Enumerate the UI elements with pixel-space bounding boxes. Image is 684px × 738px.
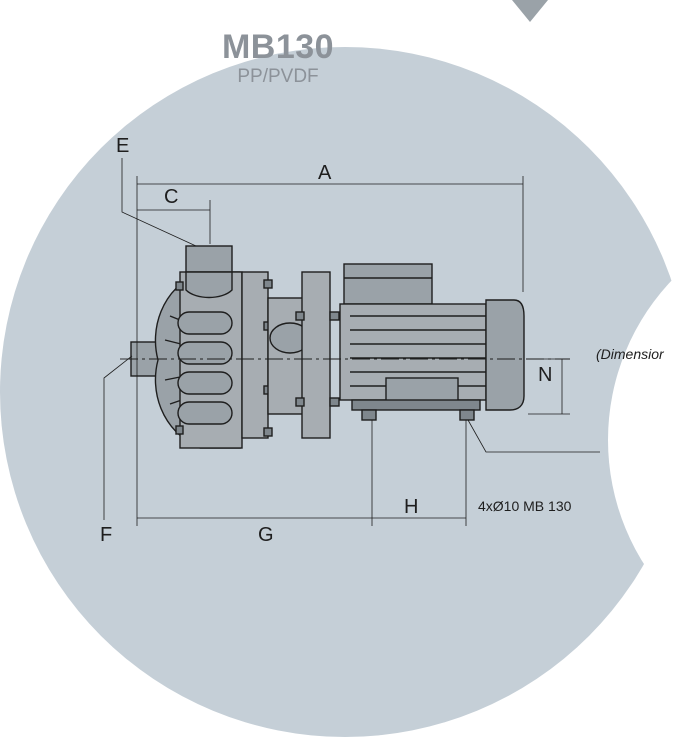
slot (177, 401, 233, 425)
cooling-fins (350, 315, 486, 387)
bolt (175, 281, 184, 291)
bolt (329, 397, 340, 407)
slot (177, 371, 233, 395)
foot-pad (459, 409, 475, 421)
dim-label-g: G (258, 524, 274, 546)
dim-label-c: C (164, 186, 179, 208)
corner-mark (512, 0, 548, 22)
leader-f (103, 355, 133, 520)
bolt (263, 279, 273, 289)
leader-hole (467, 419, 600, 453)
slot (177, 341, 233, 365)
bolt (263, 427, 273, 437)
motor-flange (301, 271, 331, 439)
hole-note: 4xØ10 MB 130 (478, 498, 572, 514)
discharge-nozzle (185, 245, 233, 273)
bolt (329, 311, 340, 321)
bolt (295, 397, 305, 407)
dim-label-f: F (100, 524, 113, 546)
rear-flange (241, 271, 269, 439)
lantern (267, 271, 340, 439)
motor (339, 263, 525, 421)
dim-label-h: H (404, 496, 419, 518)
bolt (295, 311, 305, 321)
dim-label-a: A (318, 162, 332, 184)
foot-pad (361, 409, 377, 421)
cutout-circle (608, 268, 684, 612)
motor-foot (351, 399, 481, 411)
terminal-box (343, 263, 433, 305)
slot (177, 311, 233, 335)
leader-e (121, 158, 197, 247)
discharge-elbow (185, 271, 233, 299)
fan-cover (485, 299, 525, 411)
dimension-lines (103, 158, 600, 526)
dim-label-e: E (116, 135, 130, 157)
bolt (175, 425, 184, 435)
pump-head (130, 245, 273, 449)
dim-label-n: N (538, 364, 553, 386)
dimension-note: (Dimensior (596, 346, 664, 362)
